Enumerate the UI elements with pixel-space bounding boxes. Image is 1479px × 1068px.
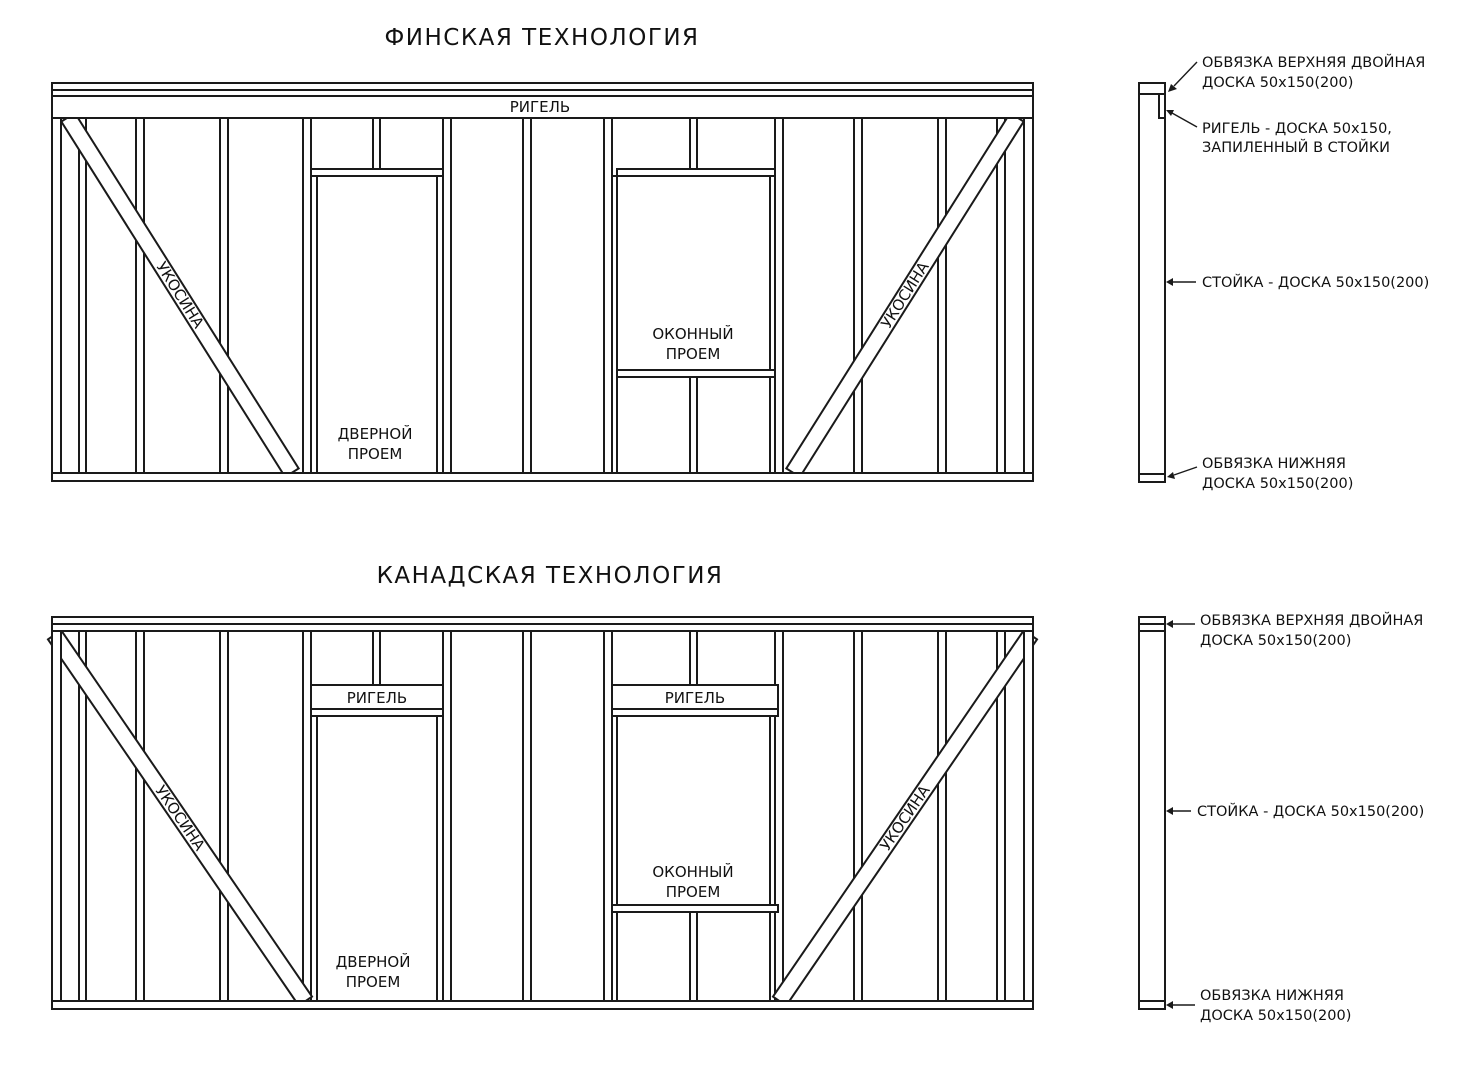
note-bottom-plate-2: ДОСКА 50х150(200) bbox=[1202, 476, 1353, 492]
note-bottom-plate-1: ОБВЯЗКА НИЖНЯЯ bbox=[1202, 456, 1346, 472]
door-rigel-label: РИГЕЛЬ bbox=[347, 689, 407, 707]
brace-left: УКОСИНА bbox=[46, 628, 314, 1008]
end-stud bbox=[1023, 117, 1034, 474]
stud bbox=[937, 630, 947, 1002]
note-bottom-plate-2: ДОСКА 50х150(200) bbox=[1200, 1008, 1351, 1024]
bottom-plate bbox=[51, 472, 1034, 482]
cripple-stud bbox=[372, 630, 381, 686]
stud bbox=[522, 630, 532, 1002]
window-king-stud bbox=[603, 117, 613, 474]
rigel-label: РИГЕЛЬ bbox=[510, 98, 570, 116]
section-bottom-plate bbox=[1138, 1000, 1166, 1010]
window-header bbox=[616, 168, 776, 177]
window-king-stud bbox=[774, 117, 784, 474]
brace-left-label: УКОСИНА bbox=[151, 782, 209, 855]
canadian-title: КАНАДСКАЯ ТЕХНОЛОГИЯ bbox=[377, 563, 724, 589]
window-sill bbox=[616, 369, 776, 378]
end-stud bbox=[51, 630, 62, 1002]
note-stud: СТОЙКА - ДОСКА 50х150(200) bbox=[1202, 273, 1429, 291]
stud bbox=[522, 117, 532, 474]
door-rigel bbox=[310, 684, 444, 710]
stud bbox=[78, 117, 87, 474]
stud bbox=[853, 630, 863, 1002]
stud bbox=[996, 117, 1006, 474]
door-jack-stud bbox=[436, 715, 444, 1002]
section-stud bbox=[1138, 93, 1166, 475]
bottom-plate bbox=[51, 1000, 1034, 1010]
door-opening-label-1: ДВЕРНОЙ bbox=[338, 424, 413, 443]
window-opening-label-2: ПРОЕМ bbox=[666, 883, 721, 901]
window-king-stud bbox=[603, 630, 613, 1002]
cripple-stud bbox=[689, 117, 698, 170]
door-king-stud bbox=[442, 630, 452, 1002]
finnish-wall-elevation: УКОСИНА УКОСИНА РИГЕЛЬ ДВЕРНОЙ ПРОЕМ ОКО… bbox=[51, 82, 1034, 482]
finnish-title: ФИНСКАЯ ТЕХНОЛОГИЯ bbox=[384, 25, 699, 51]
note-top-plate-2: ДОСКА 50х150(200) bbox=[1200, 633, 1351, 649]
finnish-section: ФИНСКАЯ ТЕХНОЛОГИЯ bbox=[51, 25, 1429, 492]
note-top-plate-1: ОБВЯЗКА ВЕРХНЯЯ ДВОЙНАЯ bbox=[1202, 53, 1425, 71]
door-opening-label-2: ПРОЕМ bbox=[346, 973, 401, 991]
door-king-stud bbox=[302, 117, 312, 474]
end-stud bbox=[51, 117, 62, 474]
cripple-stud bbox=[372, 117, 381, 170]
note-bottom-plate-1: ОБВЯЗКА НИЖНЯЯ bbox=[1200, 988, 1344, 1004]
door-jack-stud bbox=[436, 175, 444, 474]
note-top-plate-2: ДОСКА 50х150(200) bbox=[1202, 75, 1353, 91]
window-header bbox=[611, 708, 779, 717]
end-stud bbox=[1023, 630, 1034, 1002]
window-jack-stud bbox=[611, 715, 618, 1002]
canadian-section-view: ОБВЯЗКА ВЕРХНЯЯ ДВОЙНАЯ ДОСКА 50х150(200… bbox=[1138, 611, 1424, 1024]
stud bbox=[853, 117, 863, 474]
stud bbox=[219, 630, 229, 1002]
cripple-stud bbox=[689, 376, 698, 474]
cripple-stud bbox=[689, 911, 698, 1002]
window-jack-stud bbox=[611, 175, 618, 474]
finnish-section-view: ОБВЯЗКА ВЕРХНЯЯ ДВОЙНАЯ ДОСКА 50х150(200… bbox=[1138, 53, 1429, 492]
stud bbox=[219, 117, 229, 474]
rigel-beam bbox=[51, 95, 1034, 119]
section-top-plate bbox=[1138, 623, 1166, 632]
top-plate bbox=[51, 616, 1034, 625]
brace-left: УКОСИНА bbox=[59, 111, 301, 479]
window-opening-label-2: ПРОЕМ bbox=[666, 345, 721, 363]
window-rigel-label: РИГЕЛЬ bbox=[665, 689, 725, 707]
stud bbox=[135, 630, 145, 1002]
door-jack-stud bbox=[310, 175, 318, 474]
brace-left-label: УКОСИНА bbox=[152, 259, 208, 333]
window-opening-label-1: ОКОННЫЙ bbox=[652, 862, 733, 881]
door-header bbox=[310, 708, 444, 717]
stud bbox=[135, 117, 145, 474]
cripple-stud bbox=[689, 630, 698, 686]
note-rigel-1: РИГЕЛЬ - ДОСКА 50х150, bbox=[1202, 121, 1392, 137]
door-opening-label-1: ДВЕРНОЙ bbox=[336, 952, 411, 971]
door-jack-stud bbox=[310, 715, 318, 1002]
brace-right: УКОСИНА bbox=[784, 111, 1026, 479]
door-king-stud bbox=[442, 117, 452, 474]
door-king-stud bbox=[302, 630, 312, 1002]
section-top-plate bbox=[1138, 616, 1166, 625]
note-stud: СТОЙКА - ДОСКА 50х150(200) bbox=[1197, 802, 1424, 820]
window-jack-stud bbox=[769, 175, 776, 474]
top-plate bbox=[51, 82, 1034, 91]
window-opening-label-1: ОКОННЫЙ bbox=[652, 324, 733, 343]
section-rigel bbox=[1158, 93, 1166, 119]
stud bbox=[937, 117, 947, 474]
brace-right-label: УКОСИНА bbox=[877, 258, 933, 332]
brace-right-label: УКОСИНА bbox=[876, 781, 934, 854]
door-header bbox=[310, 168, 444, 177]
door-opening-label-2: ПРОЕМ bbox=[348, 445, 403, 463]
canadian-wall-elevation: РИГЕЛЬ РИГЕЛЬ УКОСИНА УКОСИНА bbox=[46, 616, 1039, 1010]
canadian-section: КАНАДСКАЯ ТЕХНОЛОГИЯ РИГЕЛЬ bbox=[46, 563, 1424, 1024]
top-plate bbox=[51, 623, 1034, 632]
section-stud bbox=[1138, 630, 1166, 1002]
note-top-plate-1: ОБВЯЗКА ВЕРХНЯЯ ДВОЙНАЯ bbox=[1200, 611, 1423, 629]
section-bottom-plate bbox=[1138, 473, 1166, 483]
window-jack-stud bbox=[769, 715, 776, 1002]
note-rigel-2: ЗАПИЛЕННЫЙ В СТОЙКИ bbox=[1202, 138, 1390, 156]
window-sill bbox=[611, 904, 779, 913]
section-top-plate bbox=[1138, 82, 1166, 95]
